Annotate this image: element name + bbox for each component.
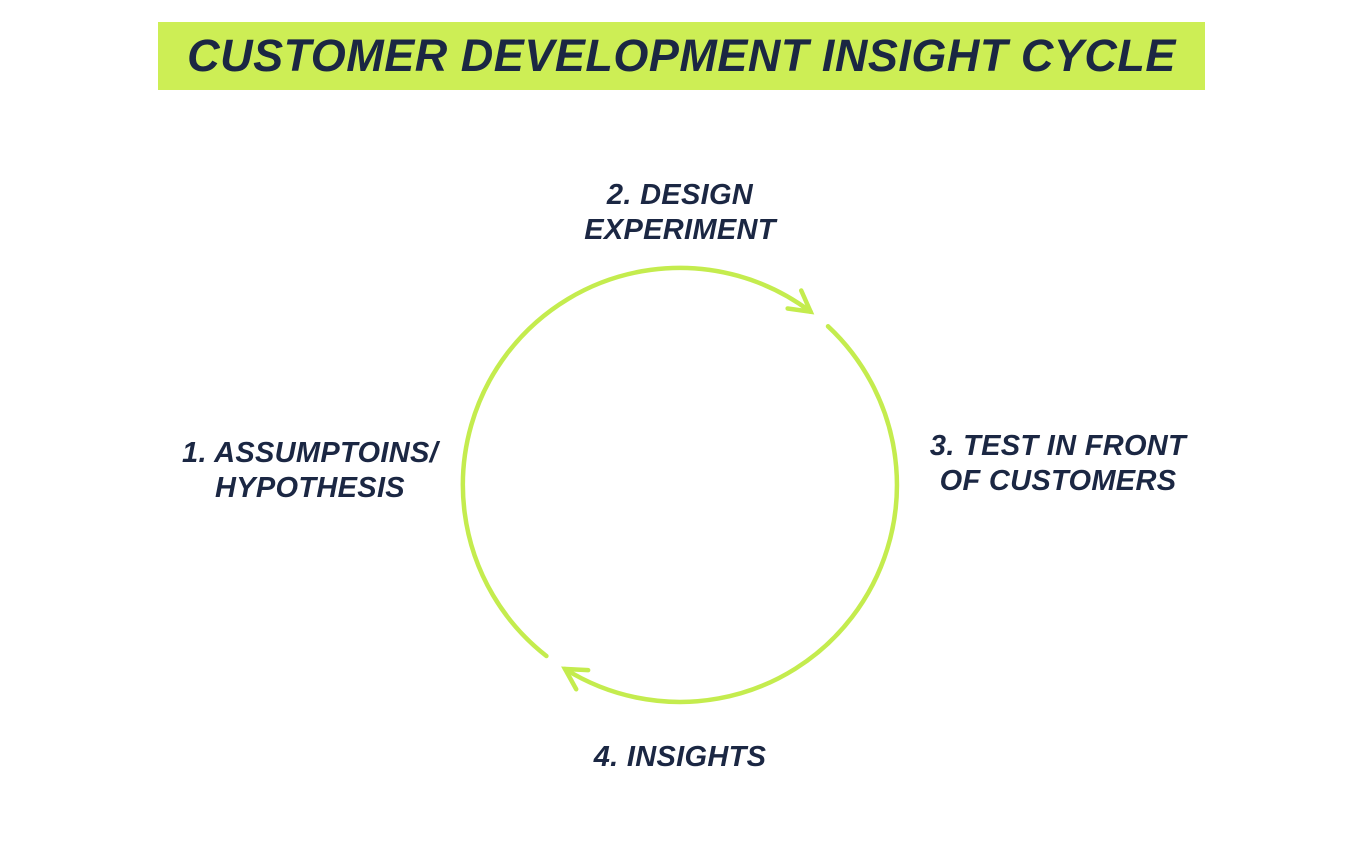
step-2-line-2: EXPERIMENT: [584, 214, 776, 246]
step-3-line-2: OF CUSTOMERS: [939, 465, 1177, 497]
step-1-label: 1. ASSUMPTOINS/ HYPOTHESIS: [182, 436, 438, 506]
step-4-label: 4. INSIGHTS: [594, 740, 767, 775]
cycle-arc-left-to-top: [460, 265, 815, 659]
cycle-arc-right-to-bottom: [561, 324, 900, 705]
title-highlight-bar: CUSTOMER DEVELOPMENT INSIGHT CYCLE: [158, 22, 1205, 90]
step-4-line-1: 4. INSIGHTS: [593, 741, 767, 773]
step-3-line-1: 3. TEST IN FRONT: [929, 430, 1187, 462]
step-1-line-1: 1. ASSUMPTOINS/: [182, 437, 438, 469]
step-1-line-2: HYPOTHESIS: [215, 472, 405, 504]
step-2-label: 2. DESIGN EXPERIMENT: [584, 178, 776, 248]
page-title: CUSTOMER DEVELOPMENT INSIGHT CYCLE: [187, 30, 1176, 81]
step-3-label: 3. TEST IN FRONT OF CUSTOMERS: [930, 429, 1186, 499]
step-2-line-1: 2. DESIGN: [606, 179, 754, 211]
